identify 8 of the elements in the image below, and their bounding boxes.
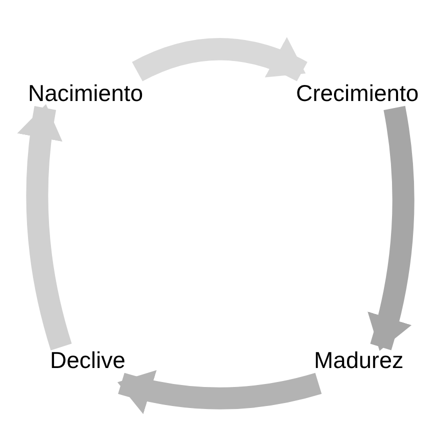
block-arrow <box>366 106 414 351</box>
stage-label: Madurez <box>314 347 404 375</box>
block-arrow <box>132 38 308 82</box>
block-arrow <box>18 104 72 350</box>
block-arrow <box>117 369 322 414</box>
stage-label: Crecimiento <box>296 80 419 108</box>
stage-label: Declive <box>50 347 126 375</box>
stage-label: Nacimiento <box>28 80 144 108</box>
